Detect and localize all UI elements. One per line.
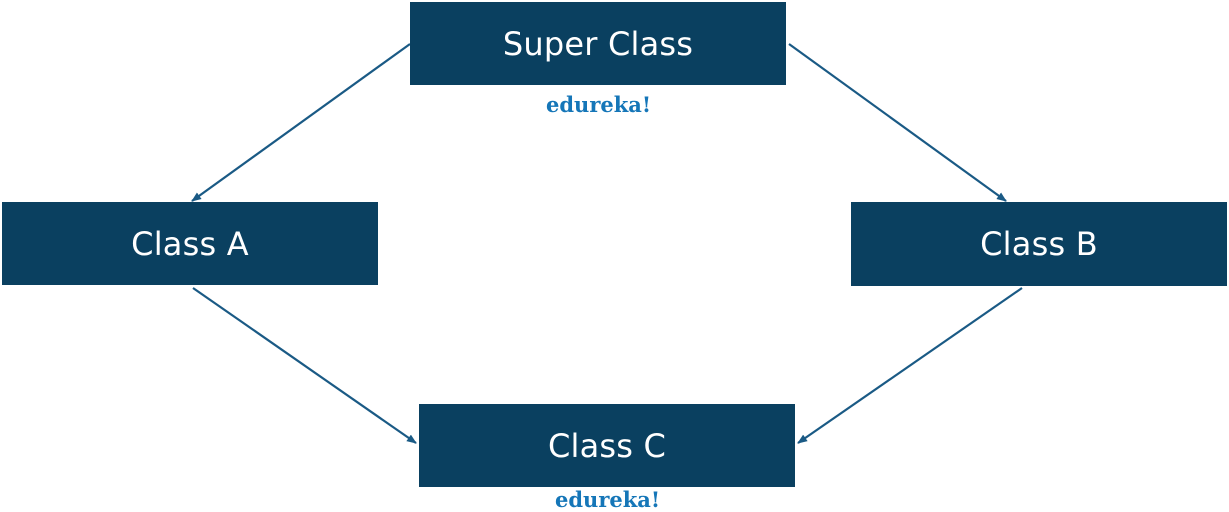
node-class-b: Class B [851, 202, 1227, 286]
edureka-watermark-top: edureka! [546, 92, 652, 117]
edge-super-to-class-a [191, 43, 411, 202]
node-class-a: Class A [2, 202, 378, 285]
node-class-a-label: Class A [131, 224, 249, 263]
edureka-watermark-bottom: edureka! [555, 487, 661, 512]
edge-super-to-class-b [788, 43, 1007, 202]
edge-class-a-to-class-c [192, 287, 417, 444]
node-super-class-label: Super Class [502, 24, 694, 63]
edge-class-b-to-class-c [797, 287, 1023, 444]
node-class-c: Class C [419, 404, 795, 487]
node-class-c-label: Class C [547, 426, 667, 465]
node-class-b-label: Class B [980, 225, 1098, 263]
node-super-class: Super Class [410, 2, 786, 85]
